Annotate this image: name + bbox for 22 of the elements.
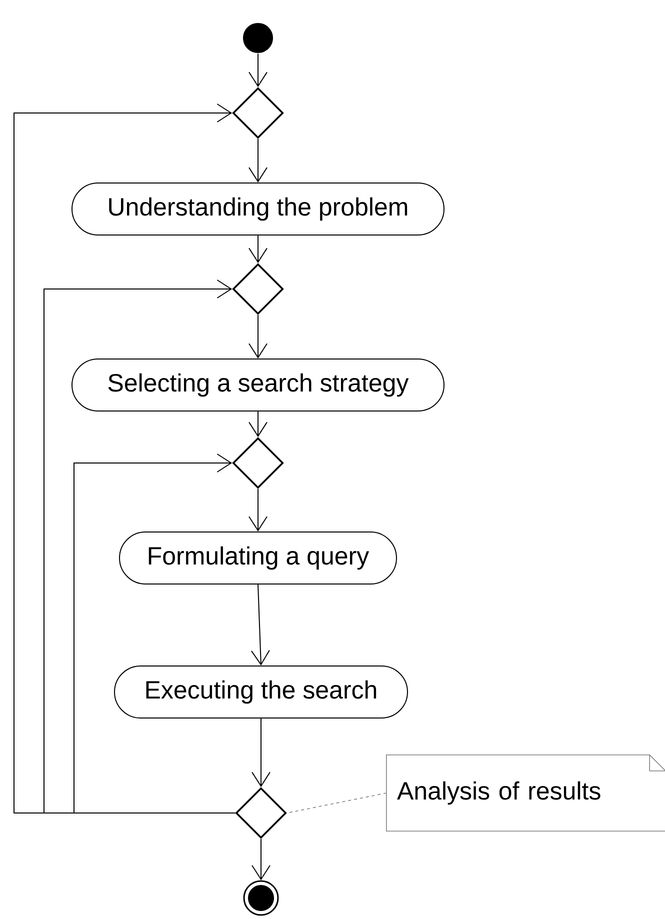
decision-diamond xyxy=(232,87,284,139)
arrow xyxy=(252,718,270,788)
start-node xyxy=(243,23,273,53)
arrow xyxy=(250,584,270,666)
decision-diamond xyxy=(232,263,284,315)
action-box: Selecting a search strategy xyxy=(72,358,444,412)
decision-diamond xyxy=(232,437,284,489)
arrow xyxy=(248,314,268,358)
action-box: Formulating a query xyxy=(119,532,397,584)
arrow xyxy=(248,53,268,88)
note: Analysis of results xyxy=(386,754,665,832)
action-box: Executing the search xyxy=(114,666,408,718)
action-box: Understanding the problem xyxy=(72,182,444,236)
arrow xyxy=(74,454,236,814)
arrow xyxy=(248,235,268,264)
arrow xyxy=(248,411,268,438)
arrow xyxy=(248,488,268,532)
arrow xyxy=(252,838,270,880)
decision-diamond xyxy=(235,787,287,839)
end-node xyxy=(243,880,279,916)
arrow xyxy=(248,138,268,182)
leader-line xyxy=(286,792,387,814)
